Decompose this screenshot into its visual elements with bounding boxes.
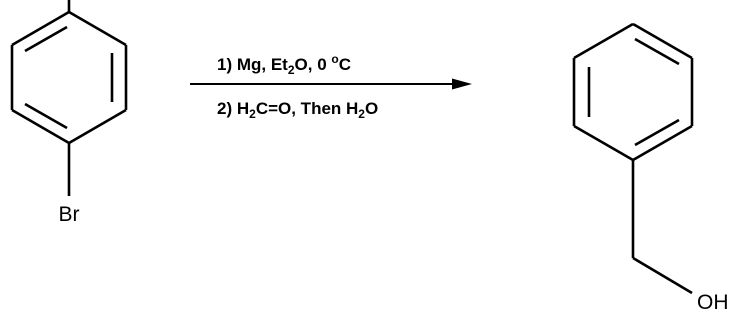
reactant-double-bond-inner <box>24 102 68 130</box>
condition-step-1: 1) Mg, Et2O, 0 oC <box>217 52 351 77</box>
product-ring-bond <box>573 22 634 60</box>
reactant-ring-bond <box>11 10 70 47</box>
product-double-bond-inner <box>634 118 680 147</box>
reactant-double-bond-inner <box>24 25 68 53</box>
product-double-bond-inner <box>634 37 680 66</box>
reactant-br-label: Br <box>59 203 80 226</box>
reactant-ring-bond <box>68 10 127 47</box>
condition-step-2: 2) H2C=O, Then H2O <box>217 99 378 121</box>
product-ring-bond <box>573 124 634 162</box>
reaction-arrow-group: 1) Mg, Et2O, 0 oC 2) H2C=O, Then H2O <box>190 52 472 121</box>
product-ring-bond <box>632 22 693 60</box>
product-ring-bond <box>632 124 693 162</box>
reactant-bromobenzene: Br <box>10 0 128 226</box>
product-ch2-o-bond <box>632 256 693 295</box>
product-benzyl-alcohol: OH <box>572 22 729 314</box>
reaction-arrow-head <box>452 78 472 90</box>
reactant-ring-bond <box>11 108 70 145</box>
reactant-ring-bond <box>68 108 127 145</box>
product-oh-label: OH <box>697 291 729 314</box>
